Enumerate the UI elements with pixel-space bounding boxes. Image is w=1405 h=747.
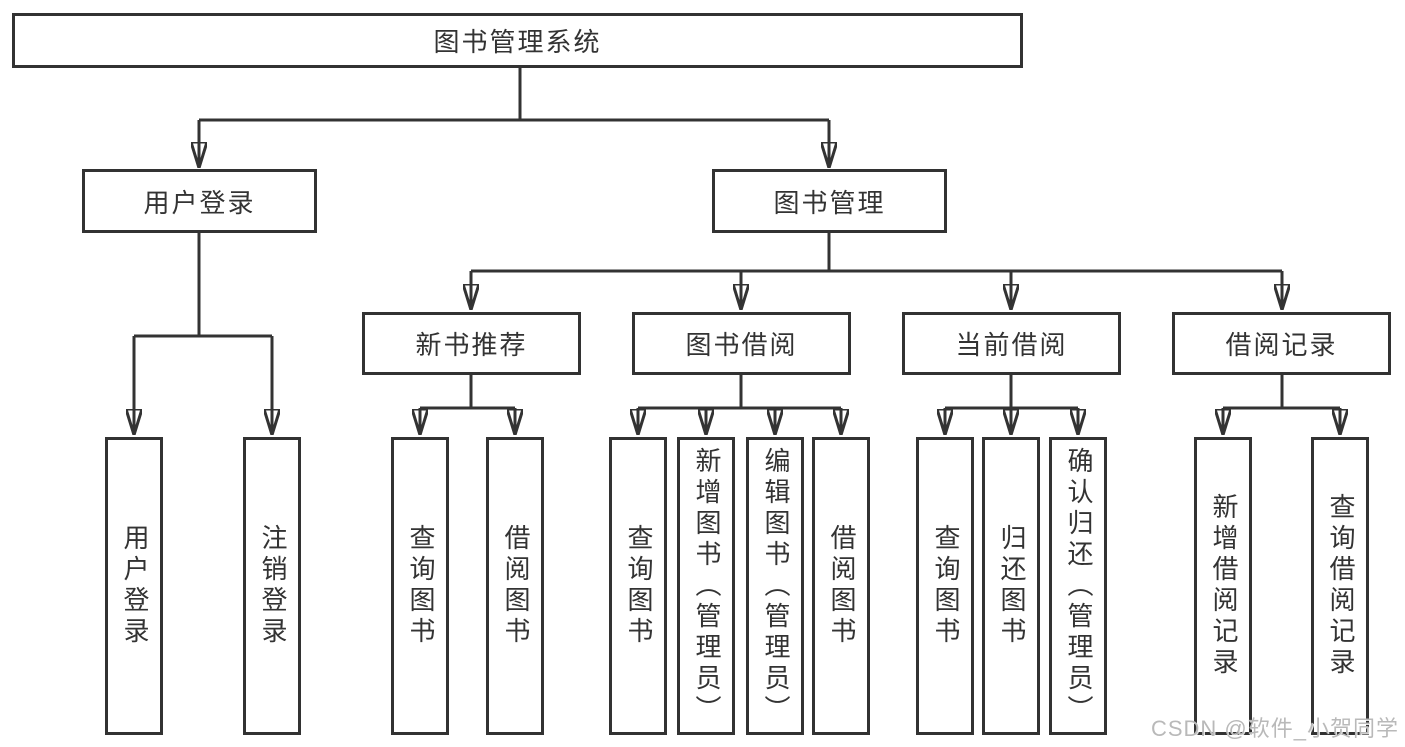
node-new-book-recommendation-label: 新书推荐 bbox=[415, 330, 528, 360]
leaf-edit-books-admin-label: 编辑图书（管理员） bbox=[760, 446, 791, 726]
node-book-management: 图书管理 bbox=[712, 169, 947, 233]
leaf-add-borrow-record-label: 新增借阅记录 bbox=[1208, 493, 1239, 679]
node-user-login: 用户登录 bbox=[82, 169, 317, 233]
leaf-query-books-borrow-label: 查询图书 bbox=[623, 524, 654, 648]
leaf-logout-label: 注销登录 bbox=[257, 524, 288, 648]
leaf-confirm-return-admin: 确认归还（管理员） bbox=[1049, 437, 1107, 735]
leaf-query-borrow-record: 查询借阅记录 bbox=[1311, 437, 1369, 735]
leaf-return-books: 归还图书 bbox=[982, 437, 1040, 735]
node-user-login-label: 用户登录 bbox=[143, 187, 256, 218]
node-new-book-recommendation: 新书推荐 bbox=[362, 312, 581, 375]
leaf-add-borrow-record: 新增借阅记录 bbox=[1194, 437, 1252, 735]
leaf-logout: 注销登录 bbox=[243, 437, 301, 735]
leaf-borrow-books-recommend: 借阅图书 bbox=[486, 437, 544, 735]
leaf-return-books-label: 归还图书 bbox=[996, 524, 1027, 648]
node-book-management-label: 图书管理 bbox=[773, 187, 886, 218]
leaf-user-login: 用户登录 bbox=[105, 437, 163, 735]
leaf-borrow-books-label: 借阅图书 bbox=[826, 524, 857, 648]
node-current-borrowing: 当前借阅 bbox=[902, 312, 1121, 375]
node-book-borrowing-label: 图书借阅 bbox=[685, 330, 798, 360]
leaf-query-books-current: 查询图书 bbox=[916, 437, 974, 735]
leaf-edit-books-admin: 编辑图书（管理员） bbox=[746, 437, 804, 735]
leaf-query-borrow-record-label: 查询借阅记录 bbox=[1325, 493, 1356, 679]
leaf-add-books-admin: 新增图书（管理员） bbox=[677, 437, 735, 735]
node-borrowing-records-label: 借阅记录 bbox=[1225, 330, 1338, 360]
leaf-user-login-label: 用户登录 bbox=[119, 524, 150, 648]
node-current-borrowing-label: 当前借阅 bbox=[955, 330, 1068, 360]
leaf-borrow-books: 借阅图书 bbox=[812, 437, 870, 735]
node-library-system: 图书管理系统 bbox=[12, 13, 1023, 68]
node-library-system-label: 图书管理系统 bbox=[433, 27, 602, 57]
leaf-add-books-admin-label: 新增图书（管理员） bbox=[691, 446, 722, 726]
leaf-query-books-current-label: 查询图书 bbox=[930, 524, 961, 648]
leaf-confirm-return-admin-label: 确认归还（管理员） bbox=[1063, 446, 1094, 726]
csdn-watermark: CSDN @软件_小贺同学 bbox=[1150, 716, 1399, 741]
node-book-borrowing: 图书借阅 bbox=[632, 312, 851, 375]
leaf-query-books-borrow: 查询图书 bbox=[609, 437, 667, 735]
leaf-query-books-recommend: 查询图书 bbox=[391, 437, 449, 735]
leaf-borrow-books-recommend-label: 借阅图书 bbox=[500, 524, 531, 648]
leaf-query-books-recommend-label: 查询图书 bbox=[405, 524, 436, 648]
node-borrowing-records: 借阅记录 bbox=[1172, 312, 1391, 375]
